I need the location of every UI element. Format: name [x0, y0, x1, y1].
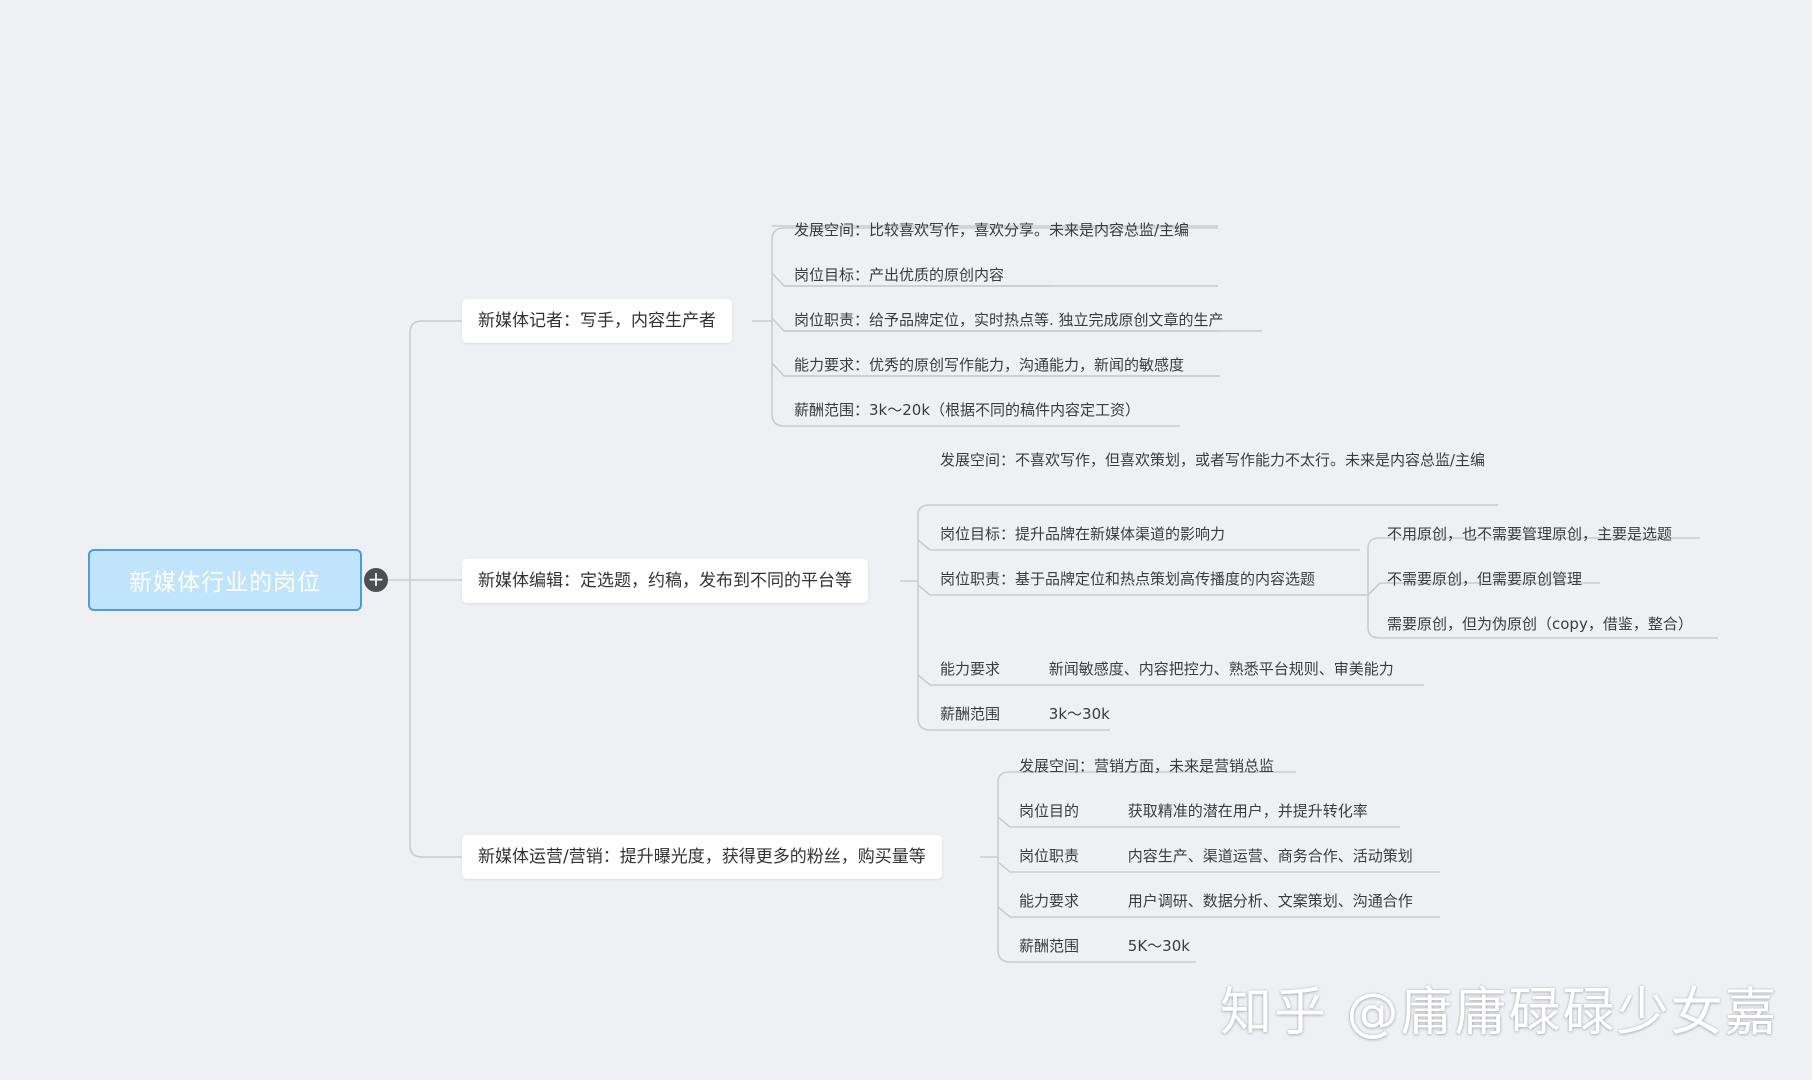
branch-editor[interactable]: 新媒体编辑：定选题，约稿，发布到不同的平台等: [462, 559, 868, 603]
operations-requirements[interactable]: 能力要求 用户调研、数据分析、文案策划、沟通合作: [1019, 890, 1413, 912]
branch-operations[interactable]: 新媒体运营/营销：提升曝光度，获得更多的粉丝，购买量等: [462, 835, 942, 879]
branch-reporter[interactable]: 新媒体记者：写手，内容生产者: [462, 299, 732, 343]
connector-leaf: [997, 771, 1296, 783]
item-key: 能力要求: [940, 660, 1001, 678]
item-key: 薪酬范围: [1019, 937, 1080, 955]
reporter-salary[interactable]: 薪酬范围：3k～20k（根据不同的稿件内容定工资）: [794, 401, 1141, 419]
connector-leaf: [917, 504, 1498, 516]
item-value: 新闻敏感度、内容把控力、熟悉平台规则、审美能力: [1048, 660, 1394, 678]
editor-requirements[interactable]: 能力要求 新闻敏感度、内容把控力、熟悉平台规则、审美能力: [940, 658, 1394, 680]
connector-leaf: [917, 717, 1110, 731]
operations-salary[interactable]: 薪酬范围 5K～30k: [1019, 935, 1190, 957]
item-value: 用户调研、数据分析、文案策划、沟通合作: [1127, 892, 1413, 910]
connector-trunk: [409, 320, 462, 858]
item-value: 3k～30k: [1048, 705, 1110, 723]
connector-sub: [1367, 582, 1600, 596]
editor-duties[interactable]: 岗位职责：基于品牌定位和热点策划高传播度的内容选题: [940, 570, 1316, 588]
connector-leaf: [997, 949, 1196, 963]
editor-duties-option[interactable]: 不用原创，也不需要管理原创，主要是选题: [1387, 525, 1673, 543]
plus-circle-icon[interactable]: +: [364, 568, 388, 592]
item-value: 获取精准的潜在用户，并提升转化率: [1127, 802, 1368, 820]
item-key: 岗位目的: [1019, 802, 1080, 820]
connector-sub: [1367, 627, 1718, 639]
branch-label: 新媒体编辑：定选题，约稿，发布到不同的平台等: [478, 571, 852, 591]
connector-sub: [1367, 537, 1700, 549]
operations-purpose[interactable]: 岗位目的 获取精准的潜在用户，并提升转化率: [1019, 800, 1368, 822]
reporter-duties[interactable]: 岗位职责：给予品牌定位，实时热点等. 独立完成原创文章的生产: [794, 311, 1224, 329]
connector-leaf: [917, 674, 1424, 686]
connector-leaf: [997, 906, 1440, 918]
connector-leaf: [997, 816, 1400, 828]
watermark: 知乎 @庸庸碌碌少女嘉: [1220, 983, 1779, 1043]
item-key: 薪酬范围: [940, 705, 1001, 723]
connector-leaf: [917, 539, 1360, 551]
connector-leaf: [771, 227, 1218, 241]
editor-goal[interactable]: 岗位目标：提升品牌在新媒体渠道的影响力: [940, 525, 1226, 543]
editor-duties-option[interactable]: 不需要原创，但需要原创管理: [1387, 570, 1583, 588]
item-value: 内容生产、渠道运营、商务合作、活动策划: [1127, 847, 1413, 865]
editor-salary[interactable]: 薪酬范围 3k～30k: [940, 703, 1110, 725]
operations-duties[interactable]: 岗位职责 内容生产、渠道运营、商务合作、活动策划: [1019, 845, 1413, 867]
editor-development[interactable]: 发展空间：不喜欢写作，但喜欢策划，或者写作能力不太行。未来是内容总监/主编: [940, 451, 1486, 469]
branch-label: 新媒体记者：写手，内容生产者: [478, 311, 716, 331]
item-value: 5K～30k: [1127, 937, 1190, 955]
root-node[interactable]: 新媒体行业的岗位: [88, 549, 362, 611]
connector-leaf: [917, 584, 1360, 596]
reporter-requirements[interactable]: 能力要求：优秀的原创写作能力，沟通能力，新闻的敏感度: [794, 356, 1185, 374]
reporter-development[interactable]: 发展空间：比较喜欢写作，喜欢分享。未来是内容总监/主编: [794, 221, 1190, 239]
operations-development[interactable]: 发展空间：营销方面，未来是营销总监: [1019, 757, 1275, 775]
editor-duties-option[interactable]: 需要原创，但为伪原创（copy，借鉴，整合）: [1387, 615, 1693, 633]
connector-leaf: [997, 861, 1440, 873]
item-key: 岗位职责: [1019, 847, 1080, 865]
reporter-goal[interactable]: 岗位目标：产出优质的原创内容: [794, 266, 1005, 284]
connector-leaf: [771, 413, 1180, 427]
item-key: 能力要求: [1019, 892, 1080, 910]
root-label: 新媒体行业的岗位: [129, 570, 321, 596]
branch-label: 新媒体运营/营销：提升曝光度，获得更多的粉丝，购买量等: [478, 847, 926, 867]
